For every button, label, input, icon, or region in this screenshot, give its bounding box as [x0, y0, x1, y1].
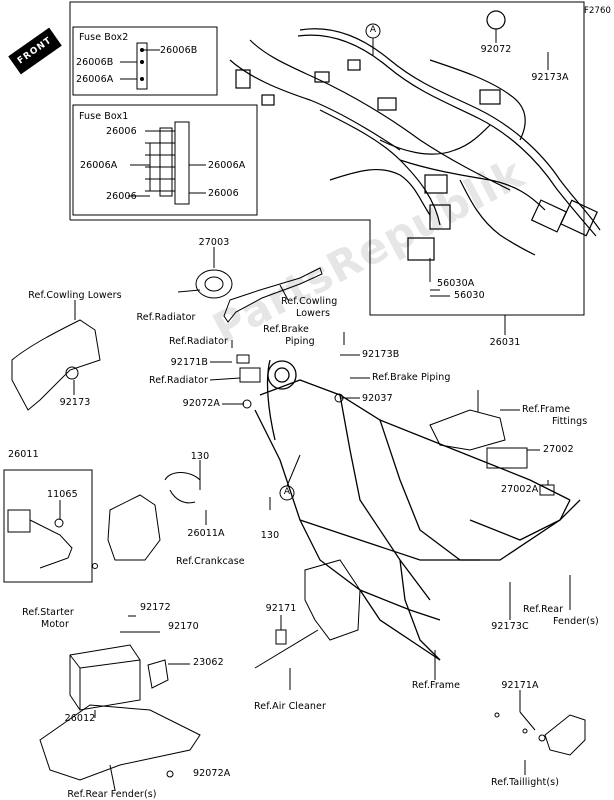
callout-a-frame: A: [283, 487, 291, 497]
ref-radiator-3: Ref.Radiator: [148, 375, 208, 386]
part-56030: 56030: [454, 290, 485, 301]
part-92170: 92170: [168, 621, 199, 632]
crankcase-cover-drawing: [107, 494, 161, 561]
ref-rear-fender-right-2: Fender(s): [553, 616, 599, 627]
ref-cowling-lowers-left: Ref.Cowling Lowers: [28, 290, 122, 301]
fuse-box1-part-3: 26006A: [208, 160, 246, 171]
frame-fittings-drawing: [429, 409, 506, 451]
air-cleaner-drawing: [304, 559, 361, 641]
fuse-box2-part-1: 26006B: [160, 45, 198, 56]
part-56030a: 56030A: [437, 278, 475, 289]
ref-rear-fender-right-1: Ref.Rear: [523, 604, 564, 615]
ref-brake-piping-2: Ref.Brake Piping: [372, 372, 451, 383]
bracket-drawing: [223, 267, 323, 323]
ref-starter-motor-2: Motor: [41, 619, 69, 630]
taillight-bracket-drawing: [544, 714, 586, 756]
ref-starter-motor-1: Ref.Starter: [22, 607, 74, 618]
part-23062: 23062: [193, 657, 224, 668]
part-27003: 27003: [198, 237, 230, 248]
main-harness-drawing: [229, 10, 601, 261]
fuse-box2-title: Fuse Box2: [79, 32, 129, 43]
frame-drawing: [254, 359, 581, 661]
part-92172: 92172: [140, 602, 171, 613]
ref-brake-piping-1a: Ref.Brake: [263, 324, 309, 335]
part-27002: 27002: [543, 444, 574, 455]
part-92173: 92173: [59, 397, 91, 408]
cowling-lower-drawing: [11, 319, 101, 411]
part-130-b: 130: [260, 530, 280, 541]
ref-rear-fender-bottom: Ref.Rear Fender(s): [67, 789, 157, 800]
part-92072: 92072: [480, 44, 512, 55]
ref-frame-fittings-1: Ref.Frame: [522, 404, 571, 415]
part-26011a: 26011A: [187, 528, 225, 539]
part-92072a-bot: 92072A: [193, 768, 231, 779]
fuse-box1-part-1: 26006: [106, 126, 137, 137]
ref-cowling-lowers-right-2: Lowers: [296, 308, 331, 319]
ref-frame-fittings-2: Fittings: [552, 416, 588, 427]
ref-radiator-2: Ref.Radiator: [168, 336, 228, 347]
part-26011: 26011: [8, 449, 39, 460]
fuse-box1-part-5: 26006: [208, 188, 239, 199]
fuse-box2-part-2: 26006B: [76, 57, 114, 68]
part-92171a: 92171A: [501, 680, 539, 691]
fuse-box2-drawing: [120, 42, 160, 90]
fuse-box1-part-4: 26006: [106, 191, 137, 202]
part-92072a-mid: 92072A: [182, 398, 220, 409]
horn-drawing: [195, 247, 233, 299]
part-27002a: 27002A: [501, 484, 539, 495]
rear-fender-drawing: [39, 704, 201, 781]
fuse-box1-frame: [72, 104, 258, 216]
fuse-box2-part-3: 26006A: [76, 74, 114, 85]
part-92173b: 92173B: [362, 349, 400, 360]
ref-air-cleaner: Ref.Air Cleaner: [254, 701, 326, 712]
part-130-a: 130: [190, 451, 210, 462]
fuse-box1-drawing: [128, 121, 206, 205]
fuse-box2-frame: [72, 26, 218, 96]
harness-group-outline: [69, 1, 585, 316]
part-11065: 11065: [47, 489, 78, 500]
part-92173c: 92173C: [491, 621, 529, 632]
ref-frame: Ref.Frame: [411, 680, 461, 691]
part-26031: 26031: [489, 337, 521, 348]
ref-brake-piping-1b: Piping: [285, 336, 315, 347]
ref-taillight: Ref.Taillight(s): [490, 777, 560, 788]
part-92171b: 92171B: [170, 357, 208, 368]
ref-cowling-lowers-right-1: Ref.Cowling: [281, 296, 338, 307]
part-92173a: 92173A: [531, 72, 569, 83]
part-26012: 26012: [64, 713, 96, 724]
starter-harness-frame: [3, 469, 93, 583]
part-92171: 92171: [265, 603, 297, 614]
callout-a-top: A: [369, 25, 377, 35]
part-92037: 92037: [362, 393, 393, 404]
fuse-box1-title: Fuse Box1: [79, 111, 129, 122]
figure-code: F2760: [584, 6, 612, 16]
fuse-box1-part-2: 26006A: [80, 160, 118, 171]
ref-radiator-1: Ref.Radiator: [136, 312, 196, 323]
battery-drawing: [69, 644, 141, 711]
ref-crankcase: Ref.Crankcase: [176, 556, 245, 567]
